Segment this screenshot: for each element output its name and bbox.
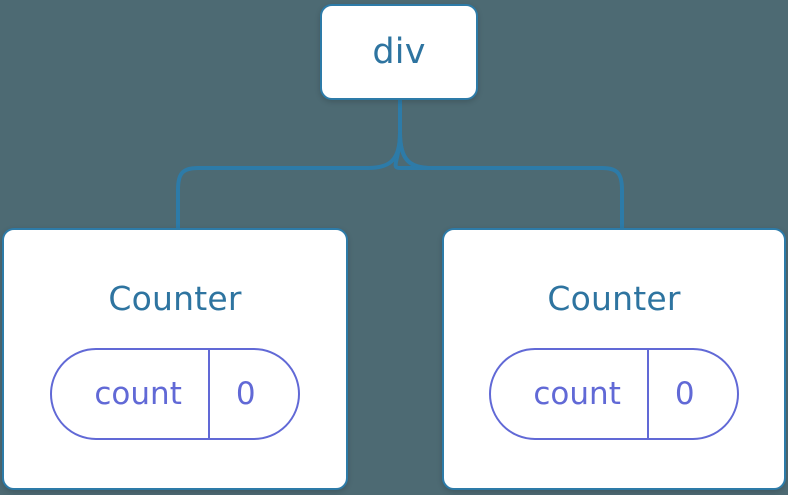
state-key-label: count: [94, 375, 182, 412]
state-divider: [207, 350, 210, 438]
state-pill-count-1[interactable]: count 0: [50, 348, 300, 440]
state-pill-count-2[interactable]: count 0: [489, 348, 739, 440]
state-divider: [646, 350, 649, 438]
state-key-label: count: [533, 375, 621, 412]
connector-trunk: [393, 98, 431, 170]
connector-flare-right: [398, 131, 434, 170]
connector-branch-right: [430, 166, 624, 232]
connector-flare-left: [366, 131, 402, 170]
node-div-label: div: [372, 31, 426, 72]
connector-branch-left: [176, 166, 370, 232]
node-div[interactable]: div: [320, 4, 478, 100]
state-value-label: 0: [674, 375, 695, 412]
node-counter-1[interactable]: Counter count 0: [2, 228, 348, 490]
node-counter-2-label: Counter: [547, 279, 681, 318]
node-counter-2[interactable]: Counter count 0: [442, 228, 786, 490]
node-counter-1-label: Counter: [108, 279, 242, 318]
state-value-label: 0: [235, 375, 256, 412]
